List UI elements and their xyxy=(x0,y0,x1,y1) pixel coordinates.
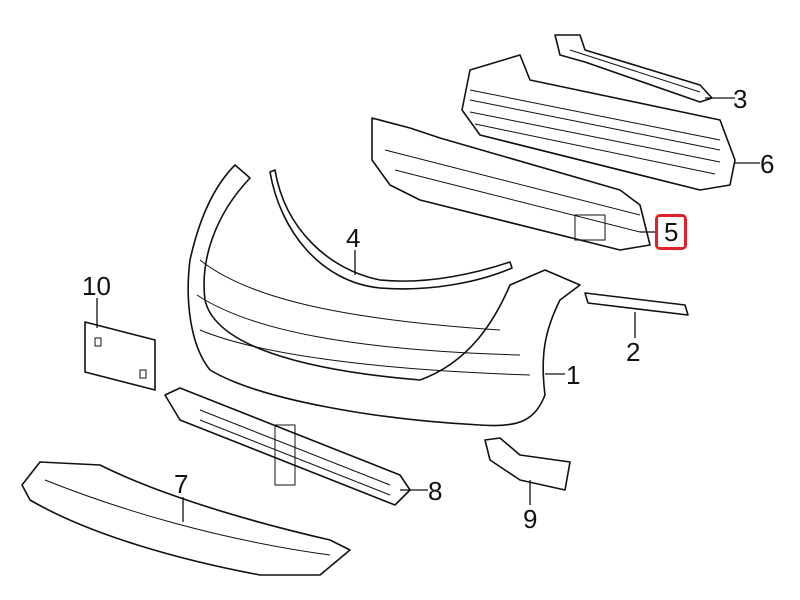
part-1-bumper-cover[interactable] xyxy=(187,164,581,427)
part-10-plate-bracket[interactable] xyxy=(84,321,156,391)
part-7-shield[interactable] xyxy=(21,461,351,576)
leader-lines xyxy=(96,97,760,522)
callout-1: 1 xyxy=(566,360,581,390)
callout-6: 6 xyxy=(760,149,775,179)
part-5-energy-absorber[interactable] xyxy=(371,117,651,251)
part-4-molding[interactable] xyxy=(269,169,513,290)
callout-5-highlighted: 5 xyxy=(655,214,688,250)
callout-8: 8 xyxy=(428,476,443,506)
callout-9: 9 xyxy=(523,504,538,534)
callout-10: 10 xyxy=(82,271,111,301)
part-2-bracket[interactable] xyxy=(584,292,689,316)
part-9-bracket[interactable] xyxy=(484,437,571,491)
callout-3: 3 xyxy=(733,84,748,114)
callout-7: 7 xyxy=(174,469,189,499)
callout-2: 2 xyxy=(626,337,641,367)
part-6-reinforcement[interactable] xyxy=(461,54,736,191)
callout-4: 4 xyxy=(346,223,361,253)
